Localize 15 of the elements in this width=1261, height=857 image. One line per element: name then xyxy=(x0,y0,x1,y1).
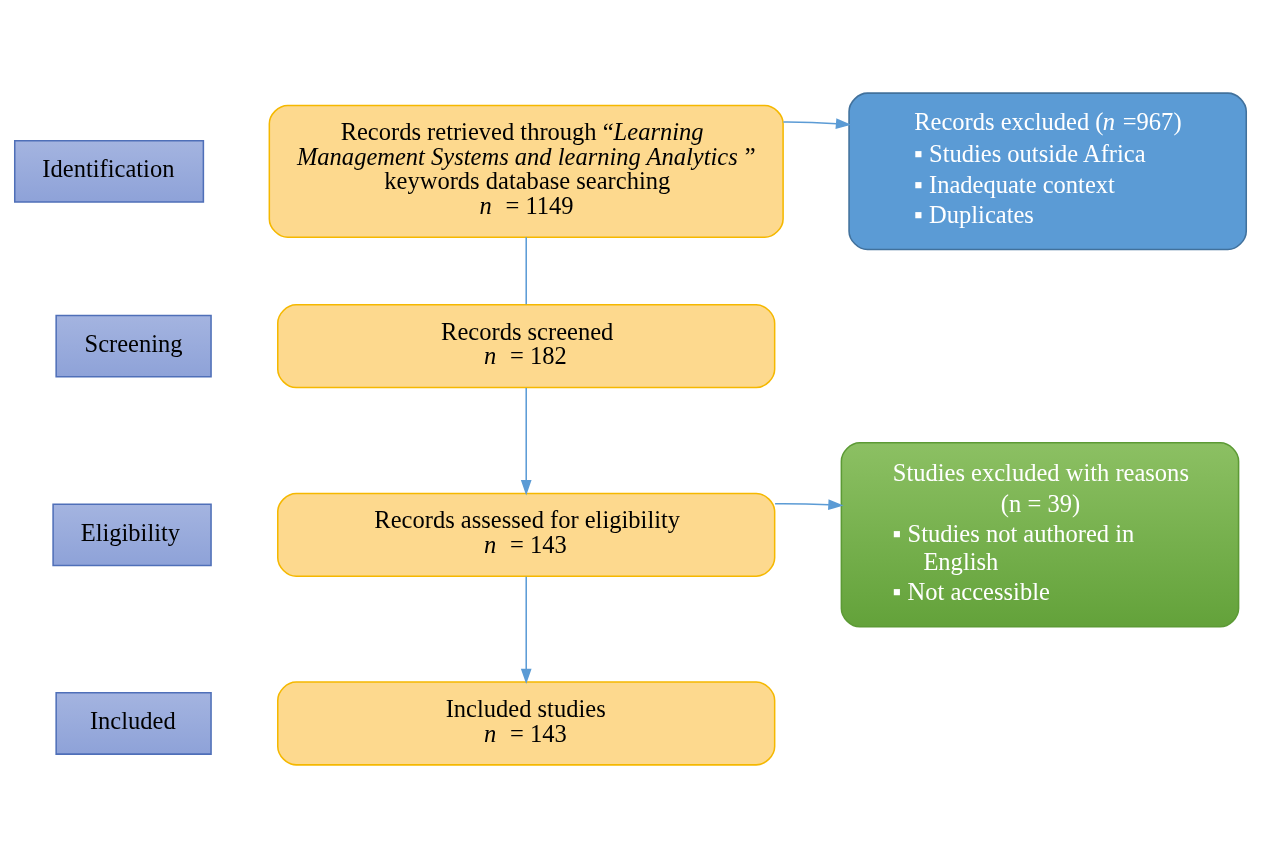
node-box: Screening xyxy=(55,314,212,378)
node-box: Identification xyxy=(14,139,205,203)
node-box: Included xyxy=(55,691,212,755)
node-box: Records excluded (n=967) ▪ Studies outside Africa ▪ Inadequate context ▪ Duplicates xyxy=(848,91,1247,250)
arrow xyxy=(774,498,844,510)
arrow xyxy=(520,386,532,495)
node-box: Eligibility xyxy=(52,502,212,566)
node-box: Studies excluded with reasons (n = 39) ▪ Studies not authored in English ▪ Not accessible xyxy=(840,441,1240,628)
node-box: Records screened n = 182 xyxy=(277,303,776,388)
node-box: Records assessed for eligibility n = 143 xyxy=(277,492,776,577)
connector xyxy=(525,236,527,305)
arrow xyxy=(520,575,532,684)
node-box: Records retrieved through “Learning Management Systems and learning Analytics” keywords database searching n = 1149 xyxy=(268,104,784,238)
arrow xyxy=(782,117,852,129)
node-box: Included studies n = 143 xyxy=(277,680,776,766)
